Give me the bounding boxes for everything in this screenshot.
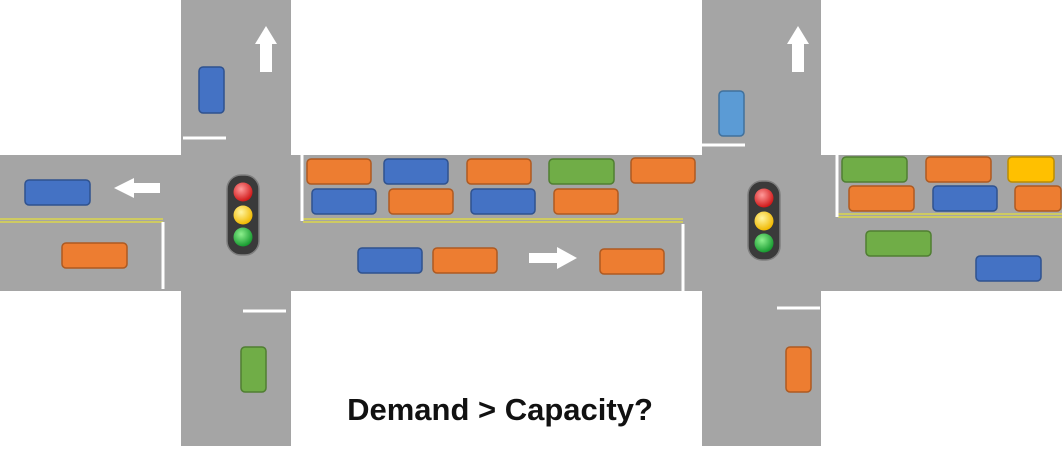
car-icon (553, 188, 619, 215)
car-icon (24, 179, 91, 206)
direction-arrows (114, 26, 809, 269)
car-icon (718, 90, 745, 137)
car-icon (865, 230, 932, 257)
car-icon (306, 158, 372, 185)
car-icon (785, 346, 812, 393)
car-icon (925, 156, 992, 183)
arrow-right-icon (529, 247, 577, 269)
traffic-light-icon (747, 180, 781, 261)
car-icon (466, 158, 532, 185)
road-network (0, 0, 1062, 446)
car-icon (311, 188, 377, 215)
car-icon (932, 185, 998, 212)
car-icon (383, 158, 449, 185)
car-icon (548, 158, 615, 185)
car-icon (630, 157, 696, 184)
arrow-up-icon (255, 26, 277, 72)
car-icon (61, 242, 128, 269)
traffic-light-icon (226, 174, 260, 256)
arrow-left-icon (114, 178, 160, 198)
center-lines (0, 213, 1062, 223)
car-icon (470, 188, 536, 215)
car-icon (432, 247, 498, 274)
car-icon (848, 185, 915, 212)
car-icon (198, 66, 225, 114)
arrow-up-icon (787, 26, 809, 72)
car-icon (975, 255, 1042, 282)
car-icon (388, 188, 454, 215)
car-icon (1014, 185, 1062, 212)
car-icon (599, 248, 665, 275)
cars (24, 66, 1062, 393)
car-icon (1007, 156, 1055, 183)
car-icon (841, 156, 908, 183)
diagram-caption: Demand > Capacity? (347, 392, 653, 427)
stop-lines (161, 136, 839, 313)
car-icon (240, 346, 267, 393)
car-icon (357, 247, 423, 274)
